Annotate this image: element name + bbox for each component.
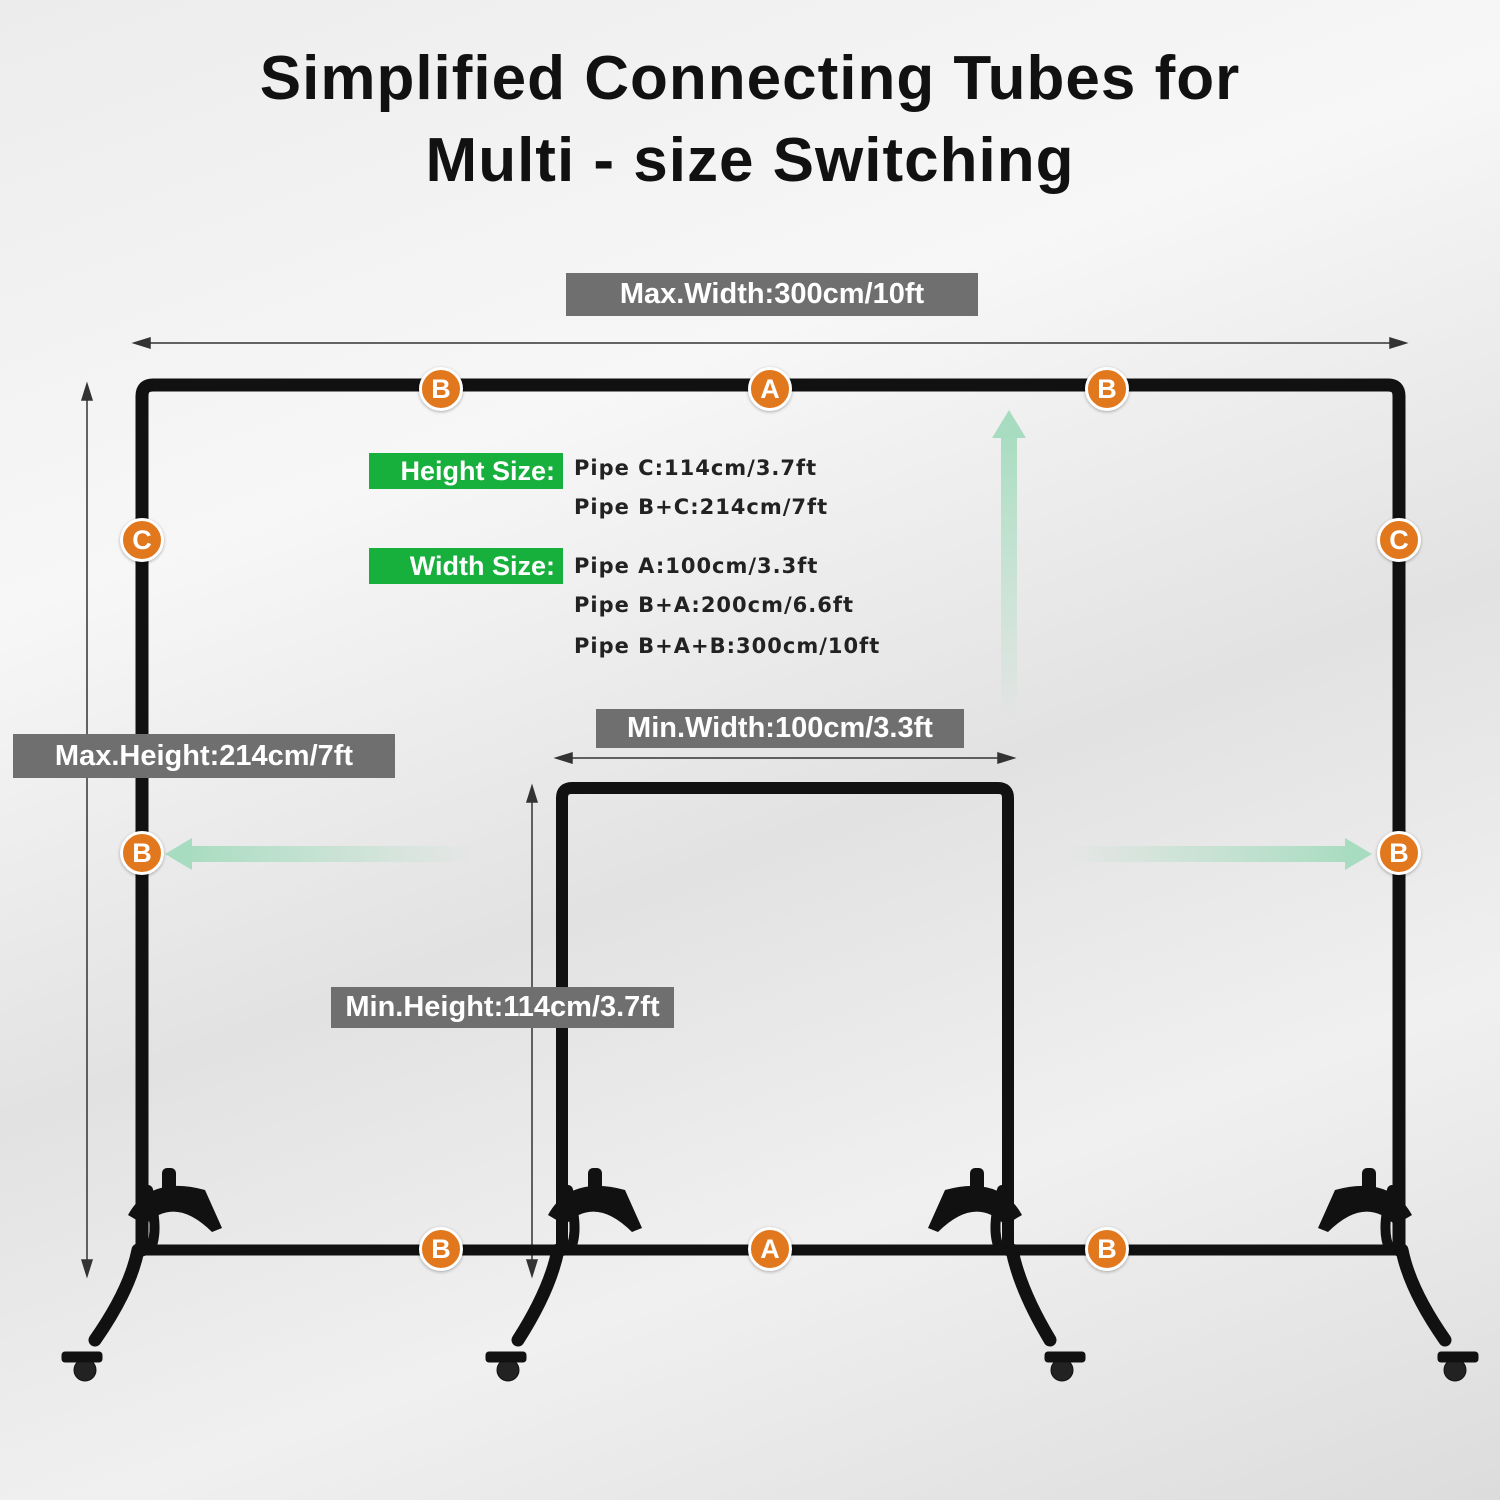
title-line-1: Simplified Connecting Tubes for bbox=[259, 44, 1241, 113]
pipe-badge-left-upper: C bbox=[120, 518, 164, 562]
width-size-tag: Width Size: bbox=[369, 548, 563, 584]
height-size-tag: Height Size: bbox=[369, 453, 563, 489]
foot-left-inner bbox=[485, 1168, 642, 1382]
foot-right-inner bbox=[928, 1168, 1086, 1382]
page-title: Simplified Connecting Tubes for Multi - … bbox=[0, 38, 1500, 202]
expand-up-arrow bbox=[992, 410, 1026, 722]
height-spec-pipe-c: Pipe C:114cm/3.7ft bbox=[574, 456, 818, 480]
min-height-label: Min.Height:114cm/3.7ft bbox=[331, 987, 674, 1028]
pipe-badge-top-center: A bbox=[748, 367, 792, 411]
pipe-badge-bottom-center: A bbox=[748, 1227, 792, 1271]
pipe-badge-right-lower: B bbox=[1377, 831, 1421, 875]
max-width-label: Max.Width:300cm/10ft bbox=[566, 273, 978, 316]
pipe-badge-left-lower: B bbox=[120, 831, 164, 875]
min-height-dimension-line bbox=[525, 783, 539, 1279]
height-spec-pipe-b-c: Pipe B+C:214cm/7ft bbox=[574, 495, 829, 519]
title-line-2: Multi - size Switching bbox=[425, 126, 1075, 195]
expand-left-arrow bbox=[165, 838, 475, 870]
max-height-label: Max.Height:214cm/7ft bbox=[13, 734, 395, 778]
pipe-badge-top-left: B bbox=[419, 367, 463, 411]
max-width-dimension-line bbox=[131, 336, 1409, 350]
pipe-badge-top-right: B bbox=[1085, 367, 1129, 411]
min-width-dimension-line bbox=[553, 751, 1017, 765]
expand-right-arrow bbox=[1065, 838, 1372, 870]
pipe-badge-right-upper: C bbox=[1377, 518, 1421, 562]
width-spec-pipe-a: Pipe A:100cm/3.3ft bbox=[574, 554, 819, 578]
width-spec-pipe-b-a-b: Pipe B+A+B:300cm/10ft bbox=[574, 634, 881, 658]
max-height-dimension-line bbox=[80, 381, 94, 1279]
pipe-badge-bottom-right: B bbox=[1085, 1227, 1129, 1271]
width-spec-pipe-b-a: Pipe B+A:200cm/6.6ft bbox=[574, 593, 855, 617]
foot-right-outer bbox=[1318, 1168, 1479, 1382]
min-size-frame bbox=[556, 782, 1014, 1256]
foot-left-outer bbox=[61, 1168, 222, 1382]
min-width-label: Min.Width:100cm/3.3ft bbox=[596, 709, 964, 748]
pipe-badge-bottom-left: B bbox=[419, 1227, 463, 1271]
